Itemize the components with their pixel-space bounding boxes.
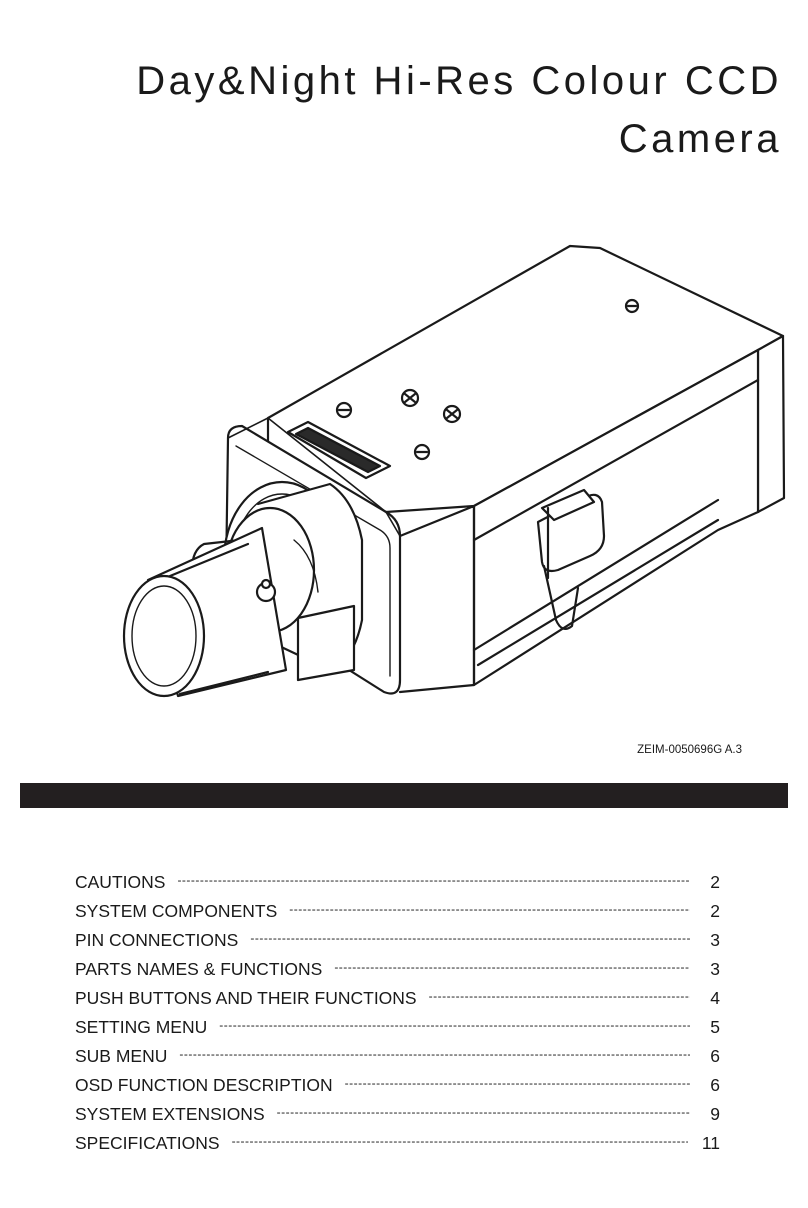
- toc-label: SYSTEM EXTENSIONS: [75, 1104, 265, 1124]
- document-title: Day&Night Hi-Res Colour CCD Camera: [136, 52, 782, 168]
- divider-bar: [20, 783, 788, 808]
- toc-page-number: 6: [710, 1075, 720, 1095]
- title-line-1: Day&Night Hi-Res Colour CCD: [136, 59, 782, 103]
- toc-row: CAUTIONS --------------------------------…: [75, 872, 720, 901]
- toc-leader: ----------------------------------------…: [344, 1076, 690, 1090]
- toc-page-number: 6: [710, 1046, 720, 1066]
- toc-label: OSD FUNCTION DESCRIPTION: [75, 1075, 333, 1095]
- toc-label: PUSH BUTTONS AND THEIR FUNCTIONS: [75, 988, 417, 1008]
- toc-page-number: 2: [710, 901, 720, 921]
- toc-leader: ----------------------------------------…: [334, 960, 690, 974]
- toc-leader: ----------------------------------------…: [219, 1018, 690, 1032]
- toc-label: CAUTIONS: [75, 872, 166, 892]
- toc-row: SETTING MENU ----------------------------…: [75, 1017, 720, 1046]
- toc-row: SYSTEM COMPONENTS -----------------------…: [75, 901, 720, 930]
- toc-leader: ----------------------------------------…: [289, 902, 690, 916]
- toc-row: PARTS NAMES & FUNCTIONS -----------------…: [75, 959, 720, 988]
- toc-page-number: 4: [710, 988, 720, 1008]
- toc-row: PIN CONNECTIONS -------------------------…: [75, 930, 720, 959]
- toc-row: OSD FUNCTION DESCRIPTION ----------------…: [75, 1075, 720, 1104]
- toc-leader: ----------------------------------------…: [428, 989, 690, 1003]
- toc-label: SPECIFICATIONS: [75, 1133, 220, 1153]
- camera-illustration: [122, 244, 786, 698]
- toc-leader: ----------------------------------------…: [177, 873, 690, 887]
- document-id: ZEIM-0050696G A.3: [637, 744, 742, 756]
- toc-label: SYSTEM COMPONENTS: [75, 901, 278, 921]
- toc-row: PUSH BUTTONS AND THEIR FUNCTIONS --------…: [75, 988, 720, 1017]
- toc-row: SUB MENU --------------------------------…: [75, 1046, 720, 1075]
- toc-row: SPECIFICATIONS --------------------------…: [75, 1133, 720, 1162]
- toc-page-number: 3: [710, 930, 720, 950]
- toc-page-number: 11: [701, 1133, 720, 1153]
- toc-label: SETTING MENU: [75, 1017, 208, 1037]
- toc-page-number: 3: [710, 959, 720, 979]
- toc-leader: ----------------------------------------…: [231, 1134, 688, 1148]
- toc-leader: ----------------------------------------…: [250, 931, 690, 945]
- toc-label: PARTS NAMES & FUNCTIONS: [75, 959, 323, 979]
- toc-label: PIN CONNECTIONS: [75, 930, 239, 950]
- toc-row: SYSTEM EXTENSIONS -----------------------…: [75, 1104, 720, 1133]
- title-line-2: Camera: [618, 117, 782, 161]
- toc-page-number: 5: [710, 1017, 720, 1037]
- table-of-contents: CAUTIONS --------------------------------…: [75, 872, 720, 1162]
- toc-page-number: 2: [710, 872, 720, 892]
- toc-page-number: 9: [710, 1104, 720, 1124]
- toc-leader: ----------------------------------------…: [276, 1105, 690, 1119]
- toc-leader: ----------------------------------------…: [179, 1047, 690, 1061]
- toc-label: SUB MENU: [75, 1046, 168, 1066]
